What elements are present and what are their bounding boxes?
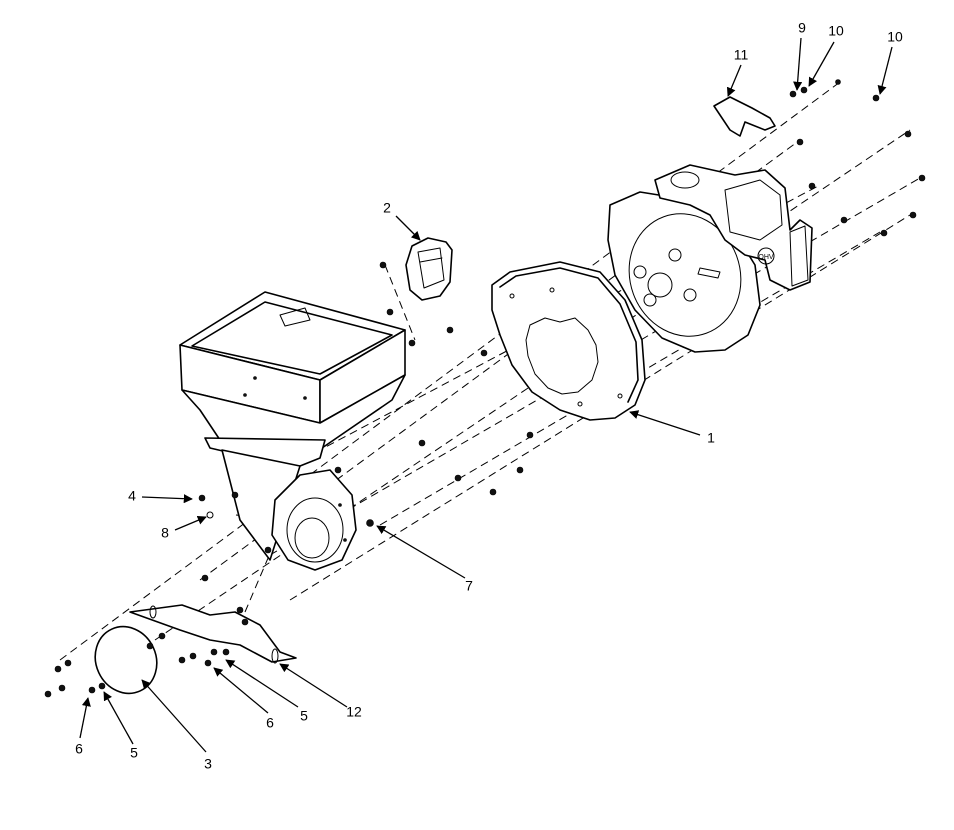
- hardware-fasteners: [44, 79, 926, 698]
- callout-leaders: [79, 37, 893, 753]
- callout-9: 9: [798, 20, 806, 36]
- engine-assembly: OHV: [607, 164, 813, 353]
- callout-12: 12: [346, 704, 362, 720]
- chute-part-7: [271, 469, 357, 571]
- callout-4: 4: [128, 488, 136, 504]
- callout-11: 11: [734, 47, 749, 63]
- callout-5b: 5: [300, 708, 308, 724]
- callout-10b: 10: [887, 29, 903, 45]
- bracket-part-11: [713, 96, 776, 137]
- bracket-part-2: [405, 237, 453, 301]
- callout-1: 1: [707, 430, 715, 446]
- callout-6b: 6: [266, 715, 274, 731]
- callout-3: 3: [204, 756, 212, 772]
- hopper: [179, 291, 406, 561]
- callout-labels: 1 2 3 4 5 5 6 6 7 8 9 10 10 11 12: [75, 20, 903, 772]
- callout-5a: 5: [130, 745, 138, 761]
- callout-7: 7: [465, 578, 473, 594]
- housing-plate-part-1: [491, 261, 646, 421]
- callout-8: 8: [161, 525, 169, 541]
- callout-2: 2: [383, 200, 391, 216]
- engine-logo-text: OHV: [758, 254, 774, 261]
- support-bar-part-12: [129, 604, 297, 664]
- cover-plate-part-3: [94, 625, 158, 695]
- callout-10a: 10: [828, 23, 844, 39]
- callout-6a: 6: [75, 741, 83, 757]
